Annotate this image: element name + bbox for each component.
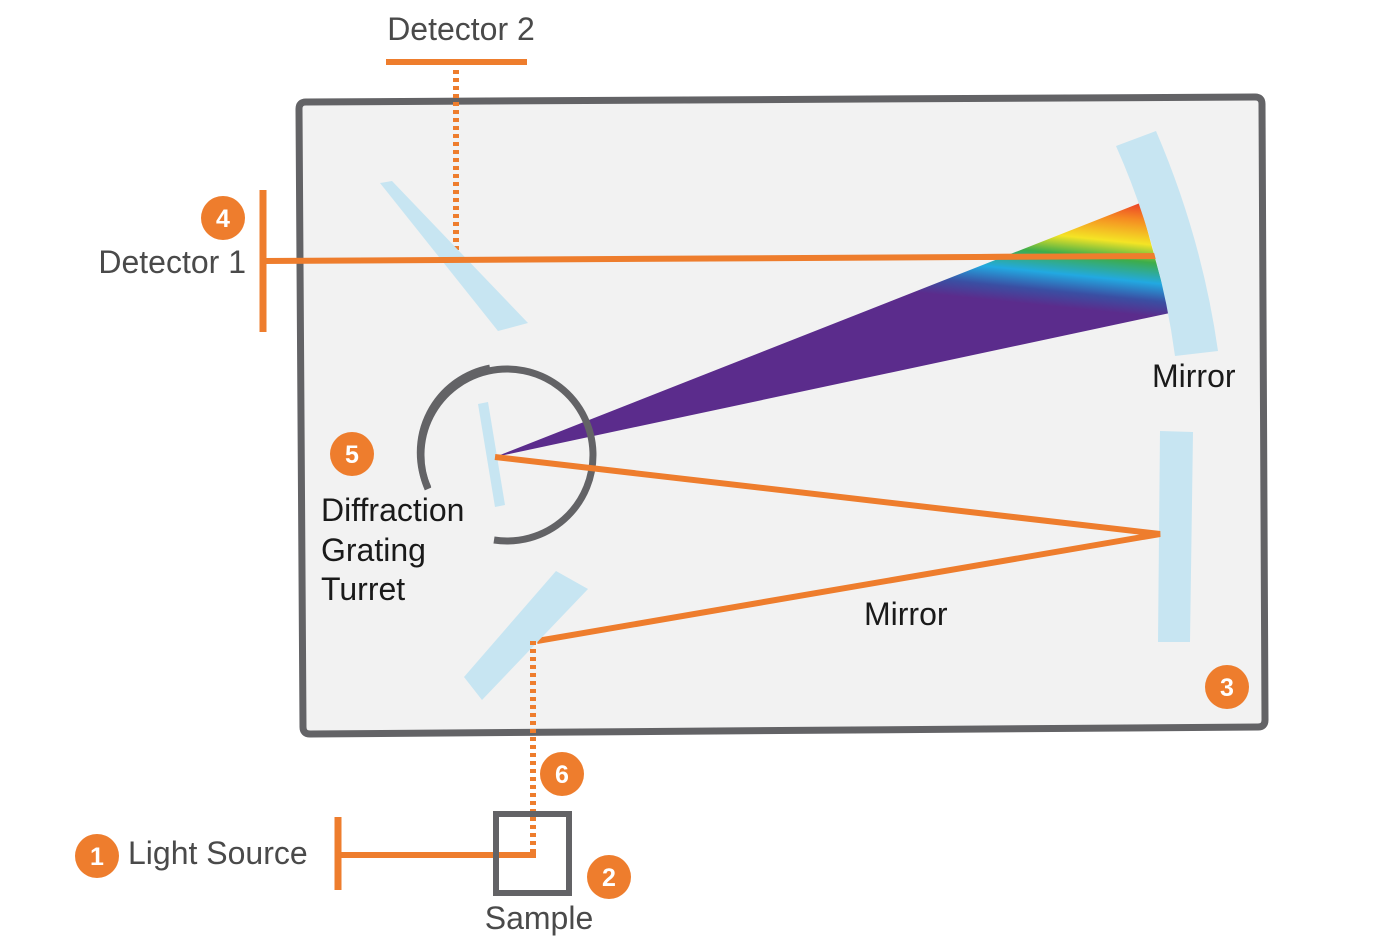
svg-text:5: 5 — [345, 441, 359, 469]
flat-mirror — [1158, 431, 1193, 642]
grating-label-line3: Turret — [321, 571, 405, 607]
entrance-mirror — [464, 571, 588, 700]
spectrum-fan — [495, 203, 1170, 457]
sample-label: Sample — [485, 900, 594, 936]
svg-text:4: 4 — [216, 205, 230, 233]
mirror-bottom-label: Mirror — [864, 596, 948, 632]
light-source-label: Light Source — [128, 835, 308, 871]
grating-turret-ring-left — [416, 364, 491, 490]
badge-3: 3 — [1205, 665, 1249, 709]
detector-1-label: Detector 1 — [98, 244, 246, 280]
grating-to-mirror-beam — [494, 454, 1161, 644]
diffraction-grating — [478, 402, 505, 507]
curved-mirror — [1116, 131, 1218, 356]
mirror-top-label: Mirror — [1152, 358, 1236, 394]
badge-6: 6 — [540, 752, 584, 796]
svg-text:3: 3 — [1220, 674, 1234, 702]
badge-4: 4 — [201, 196, 245, 240]
sample-holder — [493, 811, 572, 896]
beam-splitter-mirror — [380, 181, 528, 331]
detector-2-label: Detector 2 — [387, 11, 535, 47]
svg-text:2: 2 — [602, 864, 616, 892]
detector-1-beam-overlay — [979, 253, 1159, 260]
svg-text:6: 6 — [555, 761, 569, 789]
badge-5: 5 — [330, 432, 374, 476]
spectrometer-housing — [295, 93, 1269, 738]
badge-1: 1 — [75, 834, 119, 878]
svg-text:1: 1 — [90, 843, 104, 871]
grating-label-line1: Diffraction — [321, 492, 464, 528]
grating-label-line2: Grating — [321, 532, 426, 568]
badge-2: 2 — [587, 855, 631, 899]
